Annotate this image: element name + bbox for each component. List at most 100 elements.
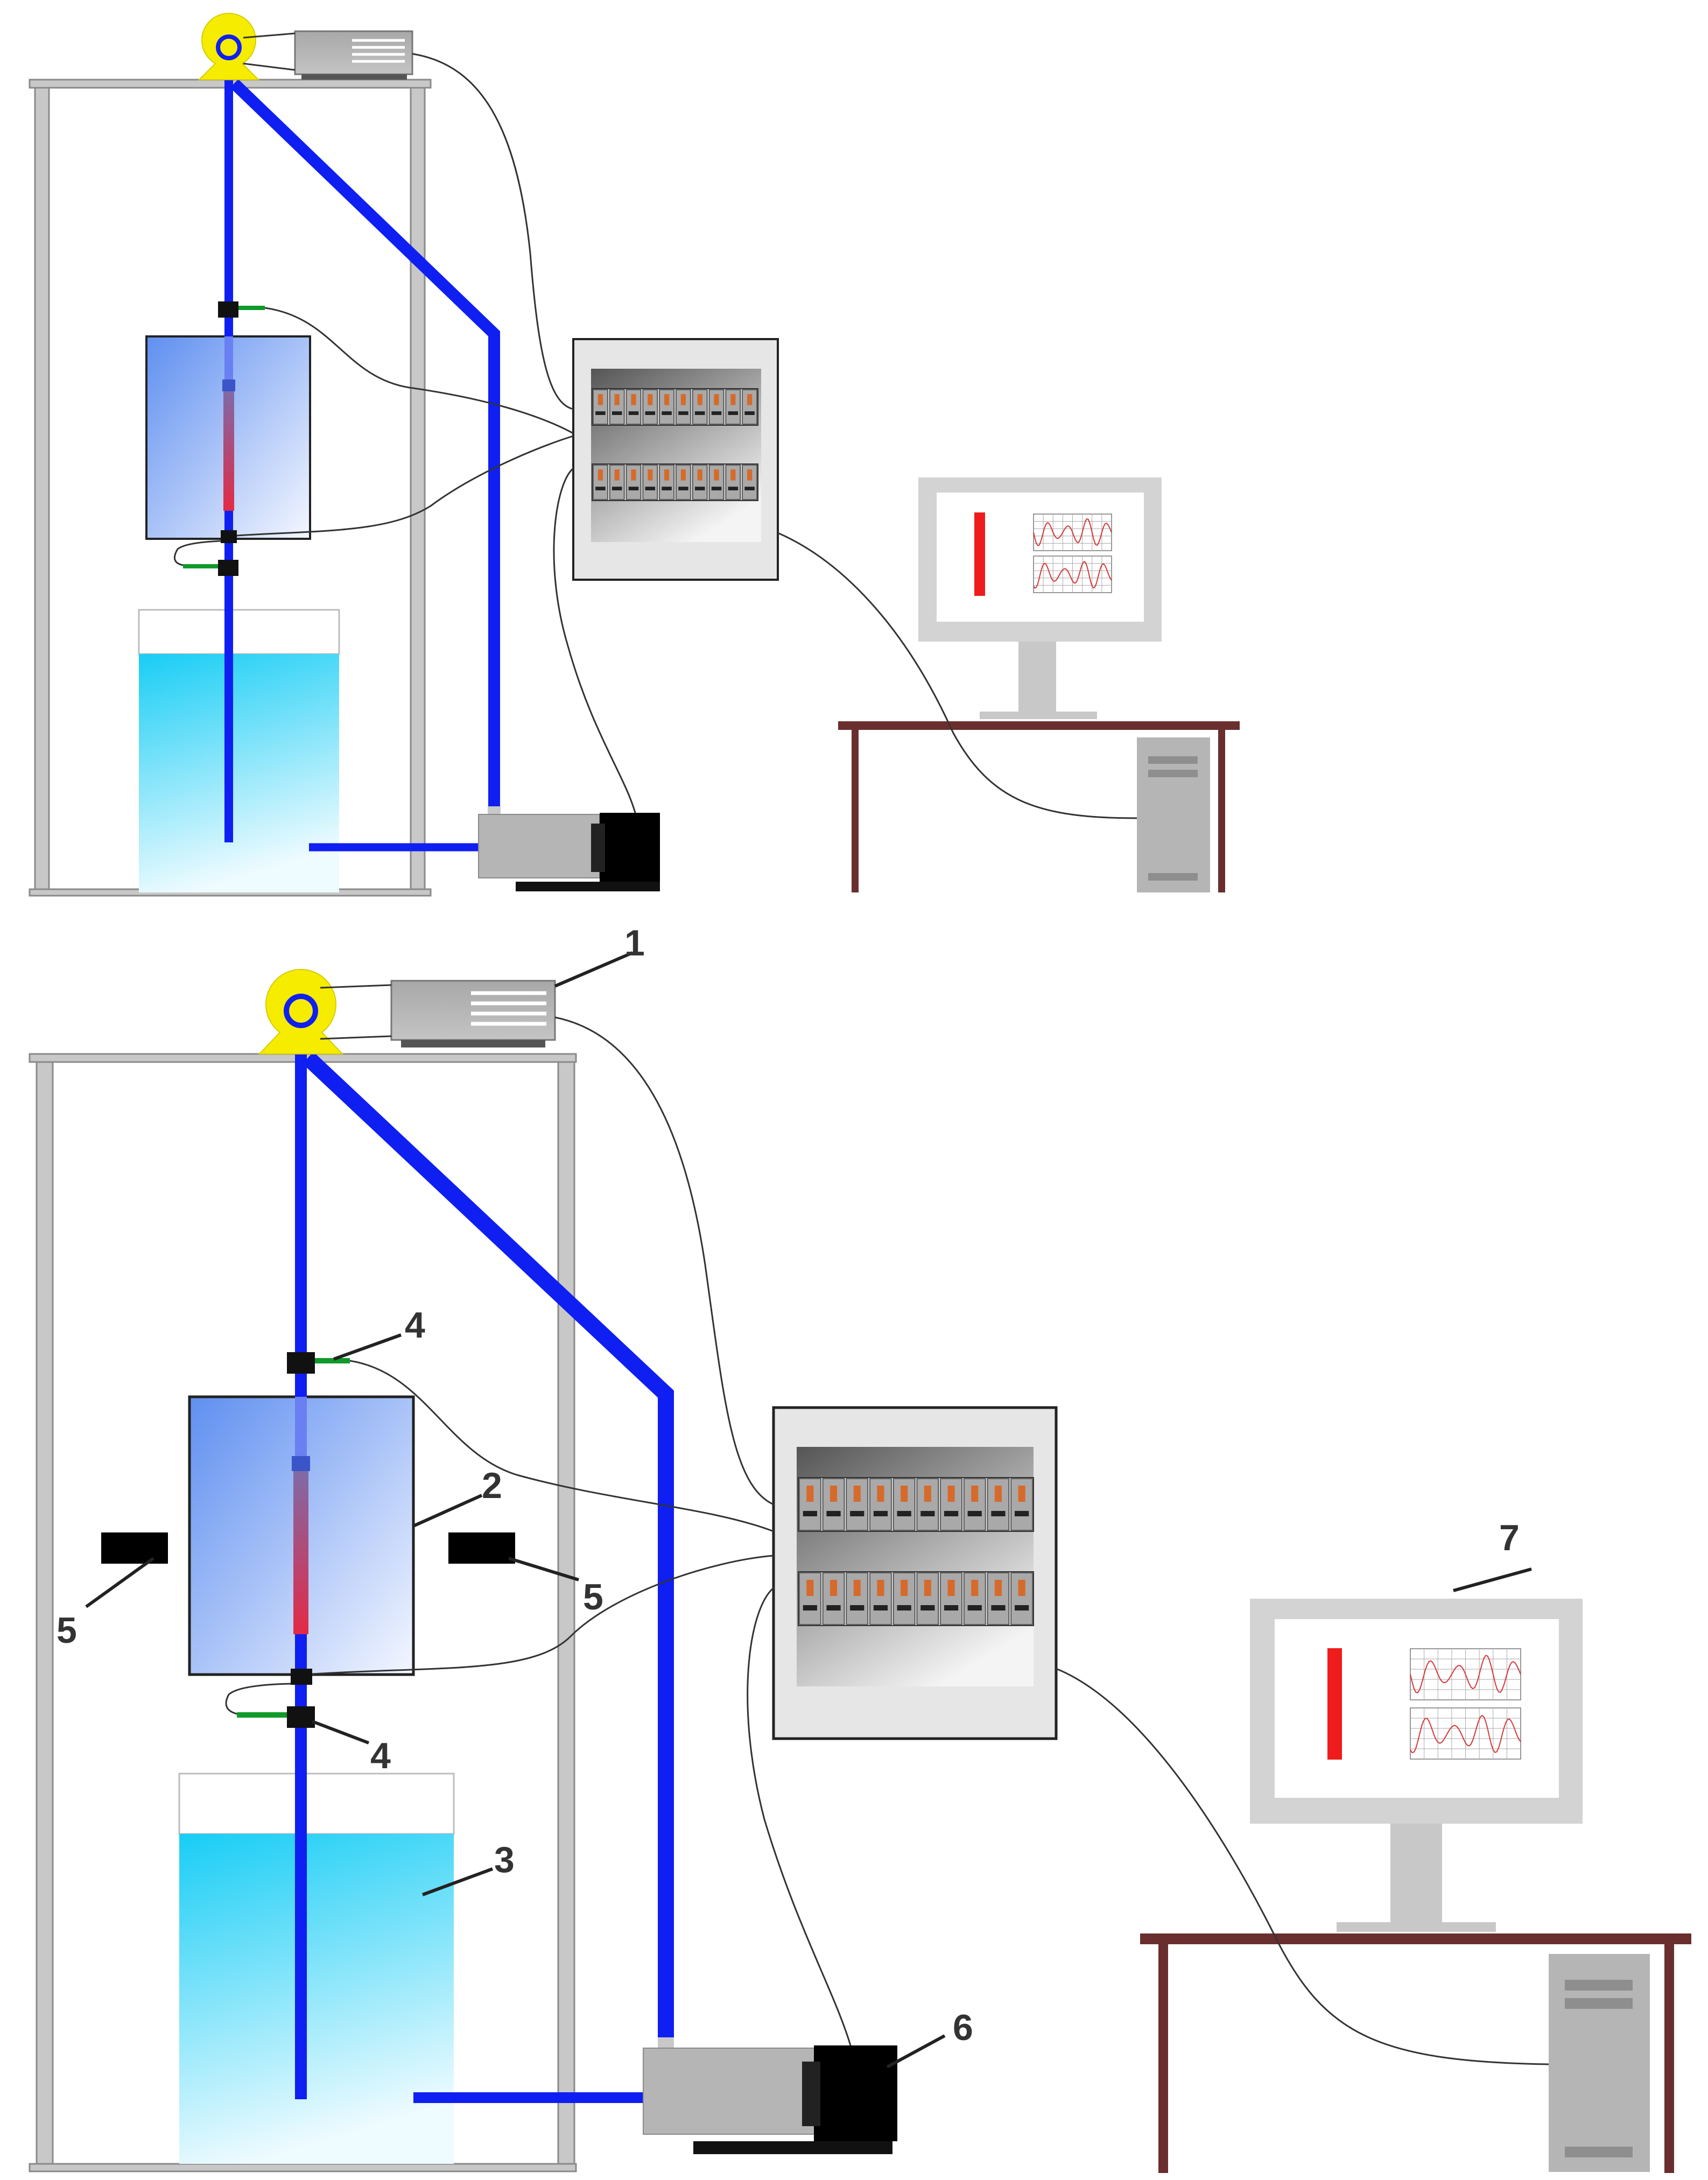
- water-tank-water: [139, 654, 339, 892]
- return-pipe: [230, 79, 500, 807]
- monitor-heater-indicator: [974, 512, 985, 596]
- pipe-inside-chamber: [295, 1397, 307, 1461]
- frame-base: [29, 2163, 577, 2172]
- leader-4-top: [333, 1333, 402, 1361]
- leader-3: [421, 1867, 494, 1896]
- breaker-switch: [1010, 1572, 1033, 1625]
- return-pipe-end: [488, 806, 501, 816]
- breaker-switch: [708, 389, 725, 425]
- breaker-switch: [799, 1572, 821, 1625]
- breaker-array-top: [592, 388, 758, 501]
- return-pipe: [302, 1052, 674, 2040]
- breaker-switch: [725, 389, 741, 425]
- table-leg-left: [1158, 1944, 1168, 2173]
- breaker-switch: [642, 389, 658, 425]
- breaker-switch: [742, 389, 757, 425]
- leader-1: [554, 951, 634, 988]
- pulley-hub: [284, 994, 318, 1028]
- frame-left-post: [34, 87, 50, 894]
- breaker-switch: [846, 1572, 868, 1625]
- breaker-switch: [676, 465, 691, 500]
- heater-section: [223, 391, 234, 511]
- signal-plot: [1410, 1648, 1521, 1700]
- breaker-switch: [869, 1478, 892, 1531]
- monitor-base: [980, 712, 1097, 719]
- monitor-plots: [1033, 514, 1112, 593]
- frame-right-post: [557, 1061, 575, 2168]
- controller-feet: [301, 74, 407, 80]
- breaker-switch: [964, 1572, 986, 1625]
- transducer-right: [448, 1532, 515, 1564]
- leader-2: [412, 1494, 483, 1528]
- frame-right-post: [410, 87, 426, 894]
- leader-6: [886, 2034, 946, 2069]
- water-tank-water: [179, 1834, 454, 2164]
- callout-3: 3: [494, 1839, 515, 1880]
- motor-controller-icon: [294, 30, 413, 75]
- breaker-switch: [692, 389, 708, 425]
- leader-5-right: [508, 1557, 579, 1581]
- callout-7: 7: [1499, 1517, 1520, 1558]
- monitor-plots: [1410, 1648, 1521, 1760]
- water-tank-empty: [138, 609, 340, 655]
- pump-icon: [643, 2048, 815, 2135]
- signal-plot: [1410, 1707, 1521, 1760]
- breaker-switch: [609, 465, 625, 500]
- breaker-switch: [822, 1572, 845, 1625]
- heater-section: [293, 1471, 308, 1634]
- pump-motor: [600, 813, 660, 882]
- breaker-switch: [916, 1478, 939, 1531]
- breaker-switch: [708, 465, 725, 500]
- pipe-joint: [292, 1456, 310, 1471]
- table-leg-left: [852, 730, 859, 892]
- leader-5-left: [85, 1557, 154, 1608]
- breaker-switch: [916, 1572, 939, 1625]
- setup-variant-top: [29, 12, 1240, 897]
- breaker-switch: [822, 1478, 845, 1531]
- callout-5-left: 5: [57, 1610, 77, 1651]
- monitor-stand: [1390, 1824, 1442, 1923]
- breaker-switch: [893, 1572, 916, 1625]
- breaker-switch: [625, 389, 642, 425]
- water-tank-empty: [178, 1773, 455, 1835]
- sensor-clamp-mid: [221, 530, 237, 543]
- breaker-switch: [893, 1478, 916, 1531]
- monitor-heater-indicator: [1327, 1648, 1342, 1760]
- callout-2: 2: [482, 1465, 502, 1506]
- breaker-switch: [593, 465, 608, 500]
- breaker-switch: [1010, 1478, 1033, 1531]
- breaker-switch: [642, 465, 658, 500]
- pipe-joint: [222, 379, 235, 391]
- pump-coupling: [591, 824, 605, 872]
- controller-vents: [471, 991, 546, 1026]
- pump-icon: [478, 814, 600, 878]
- pulley-hub: [216, 34, 242, 60]
- callout-6: 6: [953, 2007, 973, 2048]
- callout-1: 1: [624, 923, 645, 964]
- monitor-base: [1337, 1922, 1496, 1932]
- pump-base: [693, 2141, 892, 2154]
- leader-7: [1453, 1567, 1532, 1592]
- breaker-switch: [659, 465, 674, 500]
- sensor-clamp-top: [218, 301, 238, 318]
- transducer-left: [101, 1532, 168, 1564]
- pump-coupling: [802, 2062, 820, 2126]
- monitor-stand: [1018, 642, 1056, 713]
- pipe-inside-chamber: [224, 336, 233, 385]
- breaker-switch: [659, 389, 674, 425]
- breaker-switch: [593, 389, 608, 425]
- sensor-clamp-bottom: [218, 560, 238, 576]
- breaker-switch: [987, 1572, 1010, 1625]
- leader-4-bottom: [311, 1720, 370, 1745]
- setup-variant-bottom: 1 4 2 5 5 4 3 6 7: [29, 923, 1691, 2173]
- breaker-switch: [625, 465, 642, 500]
- pump-motor: [814, 2045, 897, 2141]
- breaker-switch: [987, 1478, 1010, 1531]
- breaker-switch: [799, 1478, 821, 1531]
- breaker-switch: [846, 1478, 868, 1531]
- breaker-switch: [940, 1478, 962, 1531]
- signal-plot: [1033, 555, 1112, 593]
- motor-controller-icon: [390, 980, 556, 1041]
- table-leg-right: [1664, 1944, 1674, 2173]
